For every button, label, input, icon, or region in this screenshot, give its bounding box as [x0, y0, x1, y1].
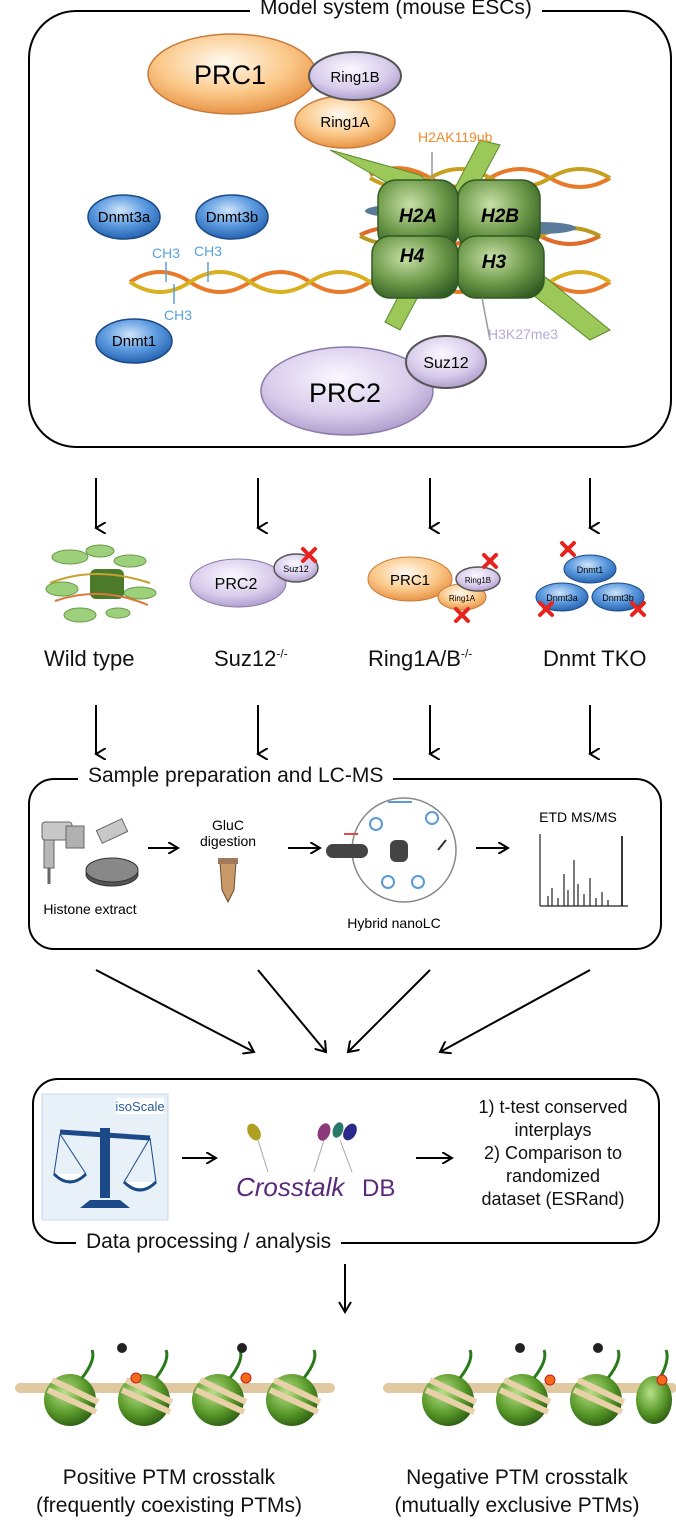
crosstalk-label: Crosstalk [236, 1172, 346, 1202]
hybrid-nanolc-label: Hybrid nanoLC [347, 915, 440, 931]
hybrid-nanolc-icon [326, 797, 457, 903]
tko-dnmt3b-label: Dnmt3b [602, 593, 634, 603]
lcms-workflow: Histone extract GluC digestion Hybrid na… [41, 797, 628, 931]
h4-label: H4 [400, 246, 425, 267]
knockout-x-icon [301, 547, 317, 563]
condition-ring1ab-ko: Ring1A/B-/- [368, 646, 473, 671]
suz12-label: Suz12 [423, 355, 468, 372]
ch3-label-2: CH3 [194, 243, 222, 259]
step2-line2: randomized [505, 1166, 601, 1186]
dnmt3b-label: Dnmt3b [206, 209, 259, 226]
suz12-ko-prc2-label: PRC2 [215, 576, 258, 593]
knockout-x-icon [454, 553, 498, 623]
h2a-label: H2A [399, 206, 437, 227]
positive-crosstalk-caption: Positive PTM crosstalk (frequently coexi… [35, 1466, 303, 1517]
positive-crosstalk-illustration [15, 1343, 335, 1426]
db-label: DB [362, 1175, 395, 1202]
h3k27me3-label: H3K27me3 [488, 326, 558, 342]
condition-wild-type: Wild type [44, 646, 135, 671]
step1-line1: 1) t-test conserved [478, 1097, 628, 1117]
pipette-icon [41, 821, 85, 884]
histone-extract-label: Histone extract [43, 901, 136, 917]
isoscale-label: isoScale [115, 1099, 164, 1114]
step1-line2: interplays [514, 1120, 592, 1140]
ring1-ko-prc1-label: PRC1 [390, 572, 430, 589]
ring1a-label: Ring1A [320, 114, 369, 131]
ring1-ko-ring1a-label: Ring1A [449, 594, 476, 603]
histone-octamer: H2A H2B H4 H3 [329, 139, 611, 341]
converging-arrows [95, 969, 591, 1070]
ch3-label-3: CH3 [164, 307, 192, 323]
crosstalkdb-logo: Crosstalk DB [236, 1122, 395, 1202]
tko-dnmt1-label: Dnmt1 [577, 565, 604, 575]
analysis-workflow: isoScale Crosstalk DB [41, 1093, 660, 1221]
blade-icon [95, 818, 129, 844]
condition-icons: PRC2 Suz12 PRC1 Ring1B Ring1A Dnmt1 Dnmt… [45, 541, 646, 623]
model-system-illustration: PRC1 Ring1B Ring1A H2A H2B H4 H3 H2AK119… [87, 33, 612, 436]
negative-crosstalk-illustration [383, 1343, 676, 1426]
analysis-title: Data processing / analysis [76, 1230, 342, 1254]
dnmt-tko-icon: Dnmt1 Dnmt3a Dnmt3b [535, 541, 646, 617]
lcms-title: Sample preparation and LC-MS [78, 764, 394, 788]
ch3-label-1: CH3 [152, 245, 180, 261]
h3-label: H3 [482, 252, 507, 273]
tko-dnmt3a-label: Dnmt3a [546, 593, 578, 603]
dnmt-enzymes: Dnmt3a Dnmt3b Dnmt1 [87, 194, 269, 364]
petri-dish-icon [85, 857, 139, 887]
condition-arrows [0, 478, 676, 780]
condition-dnmt-tko: Dnmt TKO [543, 646, 647, 671]
h2ak119ub-label: H2AK119ub [418, 129, 493, 145]
knockout-x-icon [538, 541, 646, 617]
suz12-knockout-icon: PRC2 Suz12 [189, 547, 319, 608]
dnmt1-label: Dnmt1 [112, 333, 156, 350]
isoscale-logo: isoScale [41, 1093, 169, 1221]
prc2-label: PRC2 [309, 378, 381, 408]
suz12-ko-suz12-label: Suz12 [283, 564, 309, 574]
crosstalk-illustrations [15, 1343, 676, 1426]
gluc-label-1: GluC [212, 817, 244, 833]
wild-type-icon [45, 544, 157, 623]
model-system-title: Model system (mouse ESCs) [250, 0, 542, 20]
etd-label: ETD MS/MS [539, 809, 617, 825]
step2-line3: dataset (ESRand) [481, 1189, 625, 1209]
tube-icon [218, 858, 238, 904]
negative-crosstalk-caption: Negative PTM crosstalk (mutually exclusi… [394, 1466, 640, 1517]
ring1-knockout-icon: PRC1 Ring1B Ring1A [367, 553, 501, 623]
h2b-label: H2B [481, 206, 519, 227]
ms-spectrum-icon [539, 834, 628, 907]
ring1b-label: Ring1B [330, 69, 379, 86]
condition-suz12-ko: Suz12-/- [214, 646, 288, 671]
prc2-complex: PRC2 Suz12 [260, 335, 487, 436]
prc1-complex: PRC1 Ring1B Ring1A [147, 33, 402, 149]
step2-line1: 2) Comparison to [483, 1143, 623, 1163]
prc1-label: PRC1 [194, 60, 266, 90]
methyl-groups: CH3 CH3 CH3 [152, 243, 222, 323]
dnmt3a-label: Dnmt3a [98, 209, 151, 226]
analysis-steps: 1) t-test conserved interplays 2) Compar… [450, 1096, 656, 1211]
gluc-label-2: digestion [200, 833, 256, 849]
ring1-ko-ring1b-label: Ring1B [465, 576, 491, 585]
final-arrow [338, 1264, 352, 1314]
